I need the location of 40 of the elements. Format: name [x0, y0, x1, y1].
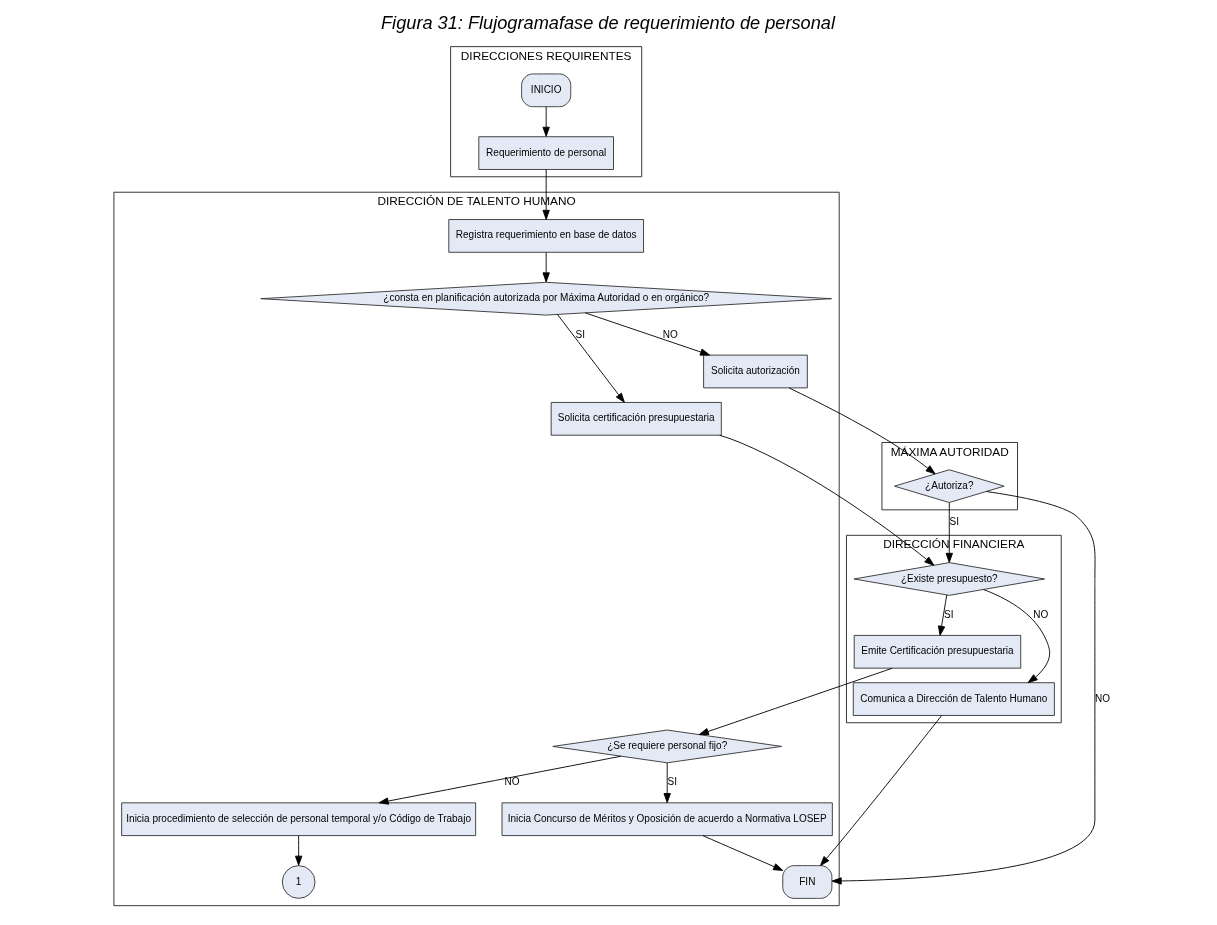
- node-diamond: ¿Autoriza?: [894, 469, 1005, 503]
- edge-label: NO: [1033, 608, 1049, 620]
- arrow: [542, 252, 550, 283]
- arrow: [719, 434, 935, 566]
- edge-label: SI: [944, 608, 954, 620]
- node-box: Solicita certificación presupuestaria: [550, 402, 722, 436]
- arrow: [937, 594, 948, 636]
- node-box: Inicia Concurso de Méritos y Oposición de acuerdo a Normativa LOSEP: [501, 802, 833, 837]
- node-box: Solicita autorización: [703, 354, 808, 389]
- node-box: Emite Certificación presupuestaria: [853, 634, 1022, 669]
- arrow: [663, 762, 671, 804]
- edge-label: SI: [949, 516, 960, 528]
- node-box: Registra requerimiento en base de datos: [448, 219, 644, 253]
- arrow: [557, 314, 625, 403]
- edge-label: NO: [504, 776, 520, 788]
- edge-label: NO: [1095, 692, 1111, 704]
- arrow: [945, 502, 953, 563]
- arrow: [698, 667, 893, 736]
- node-box: Requerimiento de personal: [478, 136, 614, 170]
- arrow: [788, 387, 936, 475]
- edge-label: SI: [667, 776, 677, 788]
- arrow: [982, 589, 1051, 684]
- arrow: [820, 715, 943, 867]
- arrow: [831, 491, 1096, 885]
- diagram-title: Figura 31: Flujogramafase de requerimiento de personal: [381, 13, 835, 34]
- arrow: [584, 312, 711, 356]
- node-box: FIN: [782, 865, 833, 899]
- arrow: [542, 169, 550, 220]
- arrow: [542, 106, 550, 137]
- edge-label: NO: [662, 328, 678, 340]
- arrow: [295, 835, 303, 866]
- node-box: Comunica a Dirección de Talento Humano: [852, 682, 1055, 716]
- node-box: INICIO: [521, 73, 572, 108]
- edge-label: SI: [575, 328, 586, 340]
- arrow: [378, 755, 622, 805]
- arrow: [702, 835, 784, 871]
- node-circle: 1: [281, 865, 316, 899]
- node-diamond: ¿Existe presupuesto?: [853, 562, 1046, 596]
- node-box: Inicia procedimiento de selección de personal temporal y/o Código de Trabajo: [121, 802, 477, 837]
- node-diamond: ¿consta en planificación autorizada por Máxima Autoridad o en orgánico?: [260, 281, 832, 316]
